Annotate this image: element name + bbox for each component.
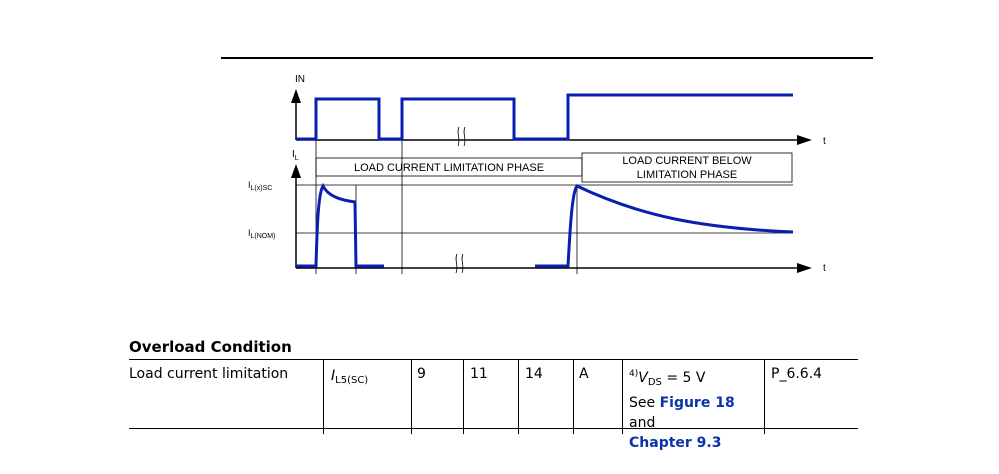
chapter-9-3-link[interactable]: Chapter 9.3 [629, 435, 722, 451]
ilsc-label: IL(x)SC [248, 180, 272, 192]
in-break-mark [457, 126, 466, 147]
limitation-phase-label: LOAD CURRENT LIMITATION PHASE [354, 162, 544, 174]
parameter-number-cell: P_6.6.4 [771, 366, 823, 382]
ilnom-label: IL(NOM) [248, 228, 275, 240]
table-top-rule [129, 359, 858, 360]
below-limitation-label-2: LIMITATION PHASE [637, 169, 737, 181]
il-label: IL [292, 149, 299, 162]
column-separator [323, 360, 324, 434]
il-break-mark [455, 253, 464, 274]
il-x-axis-arrow [797, 263, 812, 273]
condition-cell: 4)VDS = 5 V See Figure 18 and Chapter 9.… [629, 369, 735, 451]
column-separator [764, 360, 765, 434]
in-signal-waveform [296, 93, 793, 141]
below-limitation-label-1: LOAD CURRENT BELOW [622, 155, 752, 167]
max-value-cell: 14 [525, 366, 543, 382]
column-separator [518, 360, 519, 434]
in-x-axis-arrow [797, 135, 812, 145]
typ-value-cell: 11 [470, 366, 488, 382]
il-waveform-pulse-2 [535, 184, 794, 268]
column-separator [573, 360, 574, 434]
t-label-top: t [823, 136, 826, 147]
parameter-cell: Load current limitation [129, 366, 289, 382]
figure-18-link[interactable]: Figure 18 [659, 395, 735, 411]
timing-diagram: IN t IL t IL(x)SC IL(NOM) LOAD CURRENT L… [248, 74, 826, 274]
min-value-cell: 9 [417, 366, 426, 382]
symbol-cell: IL5(SC) [331, 368, 369, 386]
column-separator [622, 360, 623, 434]
il-waveform-pulse-1 [296, 182, 384, 268]
il-y-axis-arrow [291, 164, 301, 178]
top-rule [221, 57, 873, 59]
table-bottom-rule [129, 428, 858, 429]
t-label-bottom: t [823, 263, 826, 274]
unit-cell: A [579, 366, 589, 382]
section-title: Overload Condition [129, 338, 292, 356]
below-limitation-box [581, 152, 793, 183]
column-separator [463, 360, 464, 434]
column-separator [411, 360, 412, 434]
in-label: IN [295, 74, 305, 85]
in-y-axis-arrow [291, 89, 301, 103]
